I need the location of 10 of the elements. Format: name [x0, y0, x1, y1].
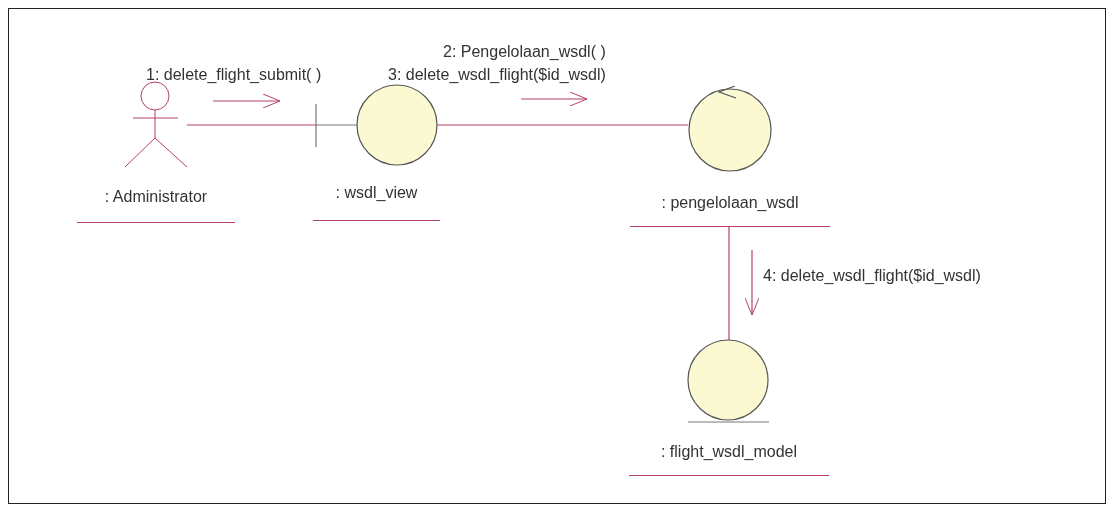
message-label: 2: Pengelolaan_wsdl( )	[443, 43, 606, 61]
object-label: : wsdl_view	[313, 184, 440, 221]
message-label: 4: delete_wsdl_flight($id_wsdl)	[763, 267, 981, 285]
message-label: 3: delete_wsdl_flight($id_wsdl)	[388, 66, 606, 84]
link-line	[728, 226, 730, 341]
object-label: : flight_wsdl_model	[629, 443, 829, 476]
object-label: : Administrator	[77, 188, 235, 223]
object-label: : pengelolaan_wsdl	[630, 194, 830, 227]
link-line	[186, 124, 317, 126]
message-label: 1: delete_flight_submit( )	[146, 66, 322, 84]
